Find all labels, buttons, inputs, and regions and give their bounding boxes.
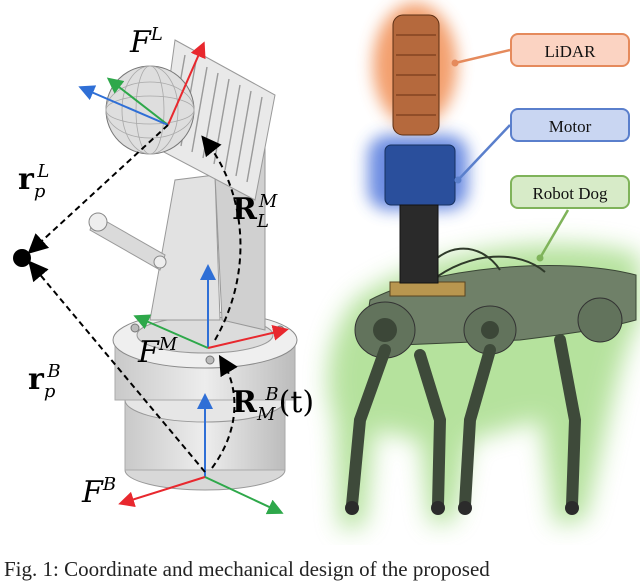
- frame-base-axes: [118, 393, 284, 515]
- figure-caption: Fig. 1: Coordinate and mechanical design…: [4, 557, 490, 581]
- frame-motor-axes: [133, 264, 289, 349]
- rotation-mb-label: RMB(t): [232, 384, 315, 425]
- frame-lidar-axes: [78, 41, 206, 126]
- frame-motor-label: FM: [138, 334, 178, 370]
- figure: LiDAR Motor Robot Dog FL FM FB rpL rpB R…: [13, 3, 640, 530]
- dashed-vectors: [27, 124, 242, 473]
- frame-lidar-label: FL: [130, 24, 163, 60]
- target-point: [13, 249, 31, 267]
- vector-r-base-label: rpB: [28, 361, 61, 402]
- figure-drawing: [13, 3, 640, 530]
- frame-base-label: FB: [82, 474, 117, 510]
- robot-dog-callout: Robot Dog: [510, 175, 630, 209]
- cad-mechanism: [88, 39, 298, 491]
- rotation-lm-label: RLM: [232, 191, 278, 232]
- robot-photo: [327, 3, 640, 530]
- lidar-callout: LiDAR: [510, 33, 630, 67]
- motor-callout: Motor: [510, 108, 630, 142]
- vector-r-lidar-label: rpL: [18, 161, 50, 202]
